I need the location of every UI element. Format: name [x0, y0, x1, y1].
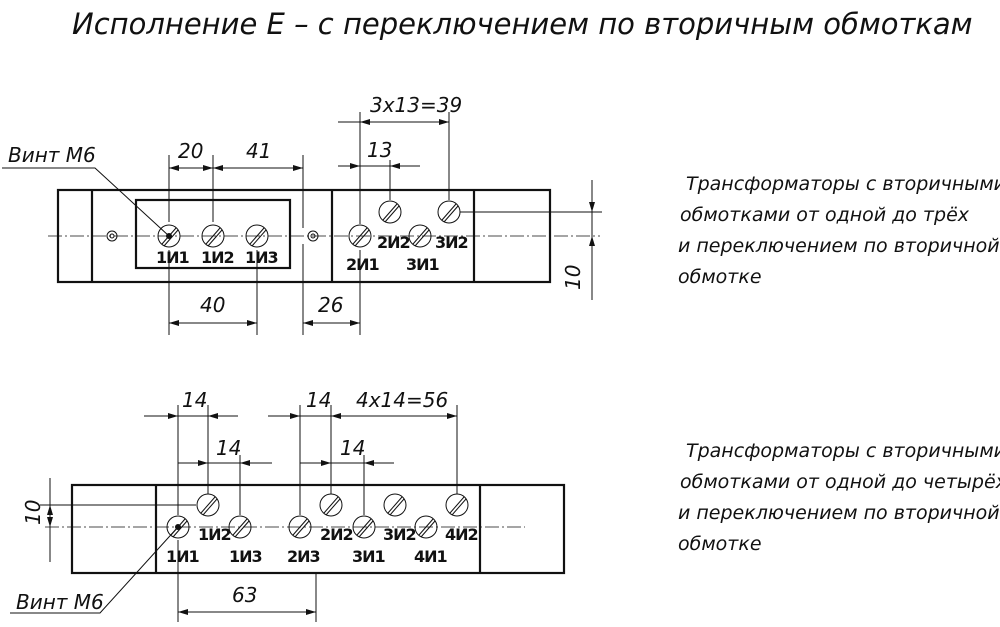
terminal-label-b-2i3: 2И3: [287, 547, 320, 566]
bottom-note-line-2: обмотками от одной до четырёх: [680, 471, 1000, 493]
terminal-label-b-1i2: 1И2: [198, 525, 231, 544]
terminal-screw-2i2: [378, 200, 402, 224]
screw-leader-top: [2, 167, 170, 237]
dim-14-a: 14: [182, 388, 207, 412]
screw-label-top: Винт М6: [8, 143, 96, 167]
terminal-screw-b-3i2: [383, 493, 407, 517]
top-note-line-3: и переключением по вторичной: [678, 235, 1000, 257]
top-note-line-1: Трансформаторы с вторичными: [686, 173, 1000, 195]
dim-4x14-56: 4x14=56: [356, 388, 448, 412]
dim-14-d: 14: [340, 436, 365, 460]
terminal-label-b-1i1: 1И1: [166, 547, 200, 566]
bottom-block-body: [70, 483, 566, 575]
terminal-label-3i2: 3И2: [435, 233, 468, 252]
terminal-screw-b-1i2: [196, 493, 220, 517]
terminal-screw-b-2i2: [319, 493, 343, 517]
terminal-screw-3i2: [437, 200, 461, 224]
bottom-note-line-3: и переключением по вторичной: [678, 502, 1000, 524]
terminal-screw-1i3: [245, 224, 269, 248]
top-terminal-block: 1И1 1И2 1И3 2И1 2И2 3И1 3И2 Винт М6 20 4…: [2, 93, 1000, 335]
terminal-label-b-3i2: 3И2: [383, 525, 416, 544]
dim-10-top: 10: [561, 265, 585, 290]
mount-hole-right: [307, 230, 319, 242]
mount-hole-left: [106, 230, 118, 242]
dim-26: 26: [318, 293, 343, 317]
terminal-label-b-2i2: 2И2: [320, 525, 353, 544]
terminal-screw-2i1: [348, 224, 372, 248]
dim-14-c: 14: [306, 388, 331, 412]
top-note-line-4: обмотке: [678, 266, 762, 288]
terminal-screw-b-1i3: [228, 515, 252, 539]
terminal-label-b-4i1: 4И1: [414, 547, 448, 566]
terminal-screw-b-3i1: [352, 515, 376, 539]
dim-13: 13: [367, 138, 392, 162]
dim-3x13-39: 3x13=39: [370, 93, 462, 117]
bottom-note-line-1: Трансформаторы с вторичными: [686, 440, 1000, 462]
dim-63: 63: [232, 583, 257, 607]
terminal-label-2i2: 2И2: [377, 233, 410, 252]
terminal-screw-b-2i3: [288, 515, 312, 539]
terminal-screw-b-4i2: [445, 493, 469, 517]
dim-40: 40: [200, 293, 225, 317]
terminal-screw-b-4i1: [414, 515, 438, 539]
terminal-label-b-4i2: 4И2: [445, 525, 478, 544]
terminal-screw-3i1: [408, 224, 432, 248]
dim-20: 20: [178, 139, 203, 163]
terminal-screw-1i2: [201, 224, 225, 248]
dim-41: 41: [246, 139, 271, 163]
top-note-line-2: обмотками от одной до трёх: [680, 204, 970, 226]
terminal-label-2i1: 2И1: [346, 255, 380, 274]
bottom-note-line-4: обмотке: [678, 533, 762, 555]
screw-leader-bottom: [10, 526, 179, 614]
terminal-label-1i2: 1И2: [201, 248, 234, 267]
top-block-body: [56, 188, 552, 284]
terminal-label-b-3i1: 3И1: [352, 547, 386, 566]
terminal-label-1i1: 1И1: [156, 248, 190, 267]
terminal-label-b-1i3: 1И3: [229, 547, 262, 566]
terminal-label-3i1: 3И1: [406, 255, 440, 274]
terminal-label-1i3: 1И3: [245, 248, 278, 267]
dim-10-bottom: 10: [21, 500, 45, 525]
bottom-terminal-block: 1И1 1И2 1И3 2И3 2И2 3И1 3И2 4И1 4И2 14 1…: [10, 388, 1000, 622]
dim-14-b: 14: [216, 436, 241, 460]
screw-label-bottom: Винт М6: [16, 590, 104, 614]
page-title: Исполнение Е – с переключением по вторич…: [72, 7, 973, 41]
